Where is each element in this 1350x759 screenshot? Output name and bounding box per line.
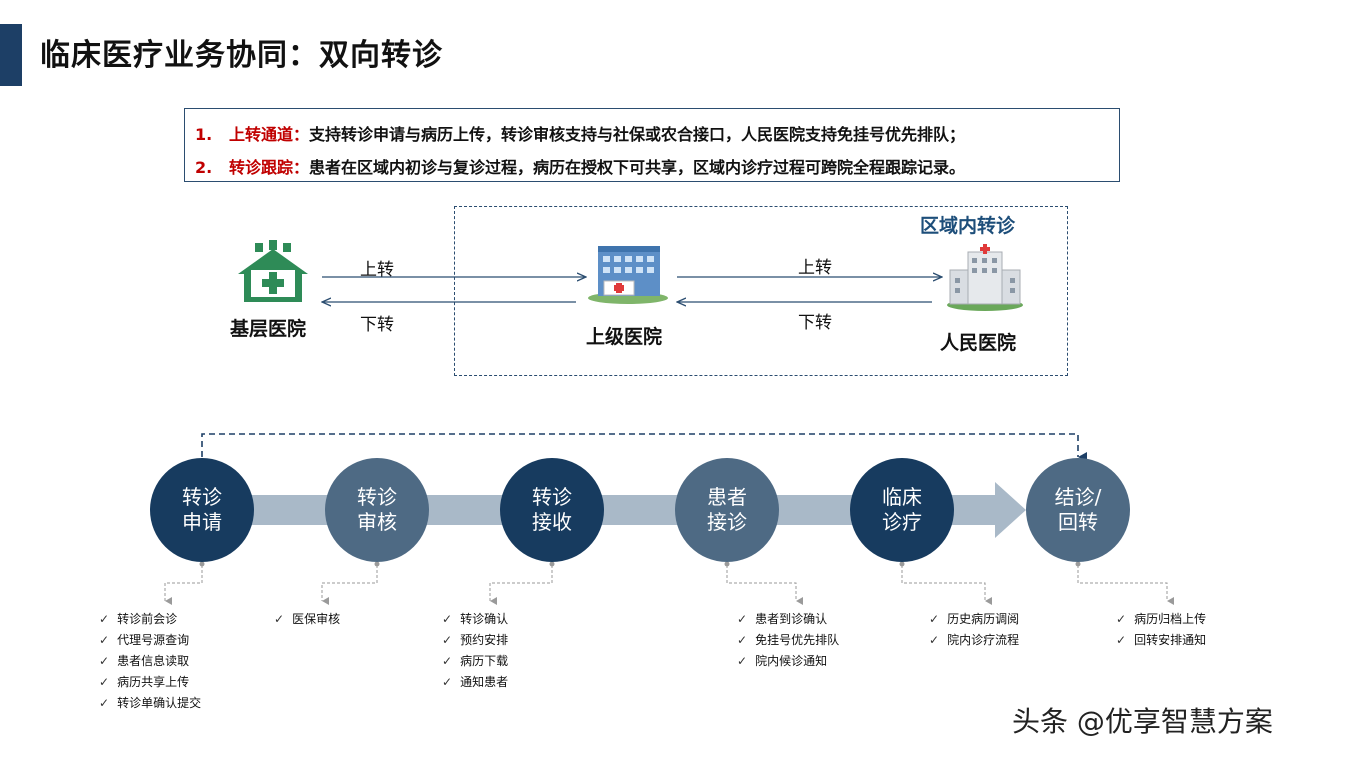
upper-hospital-icon	[588, 246, 668, 304]
note-key: 转诊跟踪：	[229, 158, 310, 177]
arrow-label-down-right: 下转	[798, 313, 832, 333]
step-referral-receive: 转诊 接收	[500, 458, 604, 562]
list-item: 历史病历调阅	[929, 609, 1019, 630]
region-label: 区域内转诊	[920, 215, 1016, 237]
step-label-line2: 接诊	[707, 510, 747, 534]
clinic-icon	[238, 240, 308, 302]
list-item: 患者信息读取	[99, 651, 201, 672]
note-text: 患者在区域内初诊与复诊过程，病历在授权下可共享，区域内诊疗过程可跨院全程跟踪记录…	[309, 158, 966, 177]
step-label-line2: 回转	[1058, 510, 1098, 534]
step-label-line1: 结诊/	[1054, 485, 1102, 509]
step-1-items: 转诊前会诊 代理号源查询 患者信息读取 病历共享上传 转诊单确认提交	[99, 609, 201, 714]
region-referral-box	[454, 206, 1068, 376]
step-label-line1: 转诊	[182, 485, 222, 509]
note-number: 2.	[195, 158, 213, 177]
step-3-items: 转诊确认 预约安排 病历下载 通知患者	[442, 609, 508, 693]
list-item: 通知患者	[442, 672, 508, 693]
process-arrowhead	[995, 482, 1026, 538]
step-label-line1: 患者	[707, 485, 747, 509]
step-label-line2: 申请	[182, 510, 222, 534]
step-label-line2: 诊疗	[882, 510, 922, 534]
people-hospital-icon	[947, 244, 1023, 311]
arrow-label-up-left: 上转	[360, 260, 394, 280]
list-item: 院内诊疗流程	[929, 630, 1019, 651]
list-item: 转诊确认	[442, 609, 508, 630]
list-item: 病历下载	[442, 651, 508, 672]
step-label-line1: 转诊	[532, 485, 572, 509]
step-discharge-return: 结诊/ 回转	[1026, 458, 1130, 562]
watermark: 头条 @优享智慧方案	[1012, 705, 1273, 738]
list-item: 回转安排通知	[1116, 630, 1206, 651]
note-text: 支持转诊申请与病历上传，转诊审核支持与社保或农合接口，人民医院支持免挂号优先排队…	[309, 125, 966, 144]
note-line-2: 2. 转诊跟踪：患者在区域内初诊与复诊过程，病历在授权下可共享，区域内诊疗过程可跨…	[195, 154, 965, 178]
note-number: 1.	[195, 125, 213, 144]
arrow-label-down-left: 下转	[360, 315, 394, 335]
step-2-items: 医保审核	[274, 609, 340, 630]
title-accent-bar	[0, 24, 22, 86]
hospital-label-people: 人民医院	[940, 332, 1017, 354]
hospital-label-primary: 基层医院	[230, 318, 307, 340]
feedback-loop-arrow	[201, 433, 1087, 462]
list-item: 免挂号优先排队	[737, 630, 839, 651]
step-4-items: 患者到诊确认 免挂号优先排队 院内候诊通知	[737, 609, 839, 672]
step-label-line2: 审核	[357, 510, 397, 534]
notes-box: 1. 上转通道：支持转诊申请与病历上传，转诊审核支持与社保或农合接口，人民医院支持…	[184, 108, 1120, 182]
step-clinical-treatment: 临床 诊疗	[850, 458, 954, 562]
arrow-label-up-right: 上转	[798, 258, 832, 278]
note-line-1: 1. 上转通道：支持转诊申请与病历上传，转诊审核支持与社保或农合接口，人民医院支持…	[195, 121, 965, 145]
sublist-connectors	[164, 565, 1174, 605]
step-6-items: 病历归档上传 回转安排通知	[1116, 609, 1206, 651]
step-5-items: 历史病历调阅 院内诊疗流程	[929, 609, 1019, 651]
list-item: 代理号源查询	[99, 630, 201, 651]
step-referral-review: 转诊 审核	[325, 458, 429, 562]
page-title: 临床医疗业务协同：双向转诊	[40, 38, 443, 73]
step-label-line1: 转诊	[357, 485, 397, 509]
list-item: 转诊单确认提交	[99, 693, 201, 714]
step-patient-admit: 患者 接诊	[675, 458, 779, 562]
hospital-label-upper: 上级医院	[586, 326, 663, 348]
note-key: 上转通道：	[229, 125, 310, 144]
step-label-line2: 接收	[532, 510, 572, 534]
list-item: 患者到诊确认	[737, 609, 839, 630]
list-item: 转诊前会诊	[99, 609, 201, 630]
list-item: 预约安排	[442, 630, 508, 651]
list-item: 院内候诊通知	[737, 651, 839, 672]
step-label-line1: 临床	[882, 485, 922, 509]
list-item: 病历共享上传	[99, 672, 201, 693]
list-item: 病历归档上传	[1116, 609, 1206, 630]
connector-dots	[199, 561, 1081, 567]
list-item: 医保审核	[274, 609, 340, 630]
step-referral-apply: 转诊 申请	[150, 458, 254, 562]
